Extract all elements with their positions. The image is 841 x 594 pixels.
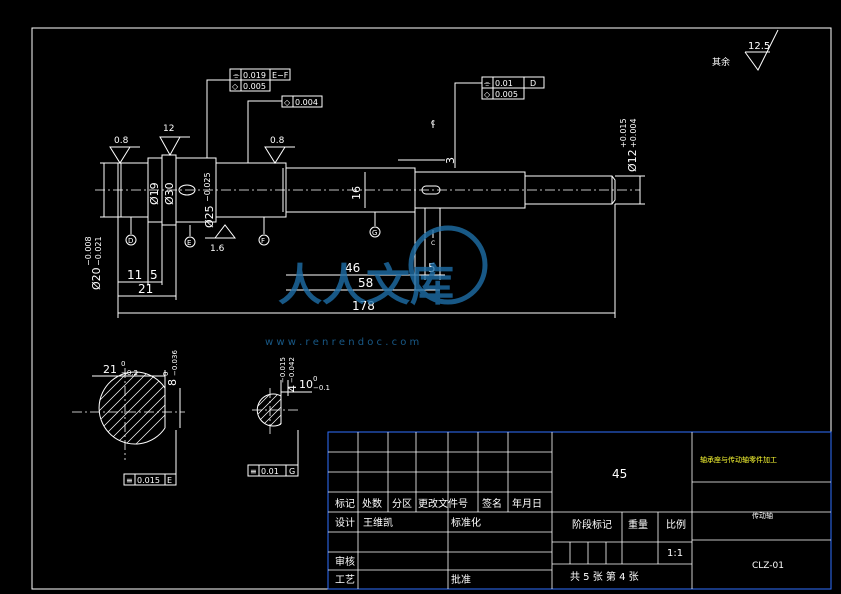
tb-stage: 阶段标记 xyxy=(572,518,612,531)
gdt7-ref: G xyxy=(289,467,295,476)
sec1-dim-21-tol-up: 0 xyxy=(121,360,125,368)
dim-dia20-tol-up: −0.008 xyxy=(84,236,93,266)
gdt6-ref: E xyxy=(167,476,172,485)
gdt2-tol: 0.005 xyxy=(243,82,266,91)
main-dimensions: Ø20 −0.008 −0.021 Ø19 Ø30 Ø25 −0.025 16 … xyxy=(84,118,645,318)
dim-dia12: Ø12 xyxy=(626,149,639,172)
cut-marker-a: C xyxy=(431,120,435,127)
dim-dia12-tol-lo: +0.004 xyxy=(629,118,638,148)
datum-f: F xyxy=(261,237,265,245)
watermark-text: 人人文库 xyxy=(278,260,454,311)
tb-standard: 标准化 xyxy=(451,516,481,529)
watermark: 人人文库 w w w . r e n r e n d o c . c o m xyxy=(265,225,488,348)
rough-08b: 0.8 xyxy=(270,136,285,146)
svg-text:≡: ≡ xyxy=(126,476,133,485)
tb-drawing-no: CLZ-01 xyxy=(752,561,784,571)
dim-dia19: Ø19 xyxy=(148,182,161,205)
tb-process: 工艺 xyxy=(335,574,355,586)
sec1-dim-8: 8 xyxy=(166,379,179,386)
dim-11: 11 xyxy=(127,268,142,282)
tb-hdr-date: 年月日 xyxy=(512,497,542,510)
rough-12: 12 xyxy=(163,124,174,134)
section-view-1: 21 0 −0.2 8 0 −0.036 xyxy=(72,350,185,460)
tb-design-label: 设计 xyxy=(335,516,355,529)
gdt4-ref: D xyxy=(530,79,536,88)
tb-hdr-mark: 标记 xyxy=(335,498,355,510)
svg-text:≡: ≡ xyxy=(250,467,257,476)
dim-16: 16 xyxy=(350,186,363,200)
tb-hdr-docno: 更改文件号 xyxy=(418,497,468,510)
tb-sheets: 共 5 张 第 4 张 xyxy=(570,570,639,583)
sec2-dim-4-tol-up: −0.015 xyxy=(279,357,287,383)
dim-21: 21 xyxy=(138,282,153,296)
dim-3: 3 xyxy=(444,157,457,164)
cut-marker-b: C xyxy=(431,240,435,247)
tb-material: 45 xyxy=(612,467,627,481)
sec2-dim-10: 10 xyxy=(299,378,313,391)
tb-part-title: 轴承座与传动轴零件加工 xyxy=(700,455,777,464)
dim-dia30: Ø30 xyxy=(163,182,176,205)
tb-part-name: 传动轴 xyxy=(752,511,773,520)
gdt1-ref: E−F xyxy=(272,71,289,80)
tb-weight: 重量 xyxy=(628,518,648,531)
dim-dia20: Ø20 xyxy=(90,267,103,290)
dim-dia25-tol: −0.025 xyxy=(203,172,212,202)
sec1-dim-21: 21 xyxy=(103,363,117,376)
tb-review: 审核 xyxy=(335,555,355,568)
svg-text:◇: ◇ xyxy=(484,90,491,99)
sec2-dim-4: 4 xyxy=(286,385,299,392)
title-block: 标记 处数 分区 更改文件号 签名 年月日 设计 王维凯 标准化 审核 工艺 批… xyxy=(327,431,832,590)
tb-scale: 1:1 xyxy=(667,548,683,559)
roughness-note-label: 其余 xyxy=(712,56,730,68)
sec1-dim-8-tol-up: 0 xyxy=(162,372,170,376)
sec1-dim-21-tol-lo: −0.2 xyxy=(121,369,138,377)
datum-e: E xyxy=(187,239,191,247)
roughness-note: 其余 12.5 xyxy=(712,29,779,71)
roughness-note-value: 12.5 xyxy=(748,41,770,52)
gdt-frames: ⌯ 0.019 E−F ◇ 0.005 ◇ 0.004 ⌯ 0.01 D ◇ 0… xyxy=(123,68,545,486)
sec2-dim-10-tol-up: 0 xyxy=(313,375,317,383)
datum-g: G xyxy=(372,229,377,237)
tb-approve: 批准 xyxy=(451,573,471,586)
gdt4-tol: 0.01 xyxy=(495,79,513,88)
dim-dia12-tol-up: +0.015 xyxy=(619,118,628,148)
tb-hdr-sign: 签名 xyxy=(482,497,502,510)
gdt5-tol: 0.005 xyxy=(495,90,518,99)
roughness-symbols: 0.8 12 0.8 1.6 xyxy=(109,124,295,254)
svg-text:◇: ◇ xyxy=(232,82,239,91)
tb-designer: 王维凯 xyxy=(363,516,393,529)
rough-08a: 0.8 xyxy=(114,136,129,146)
svg-text:⌯: ⌯ xyxy=(233,71,240,80)
dim-178: 178 xyxy=(352,299,375,313)
section-view-2: 10 0 −0.1 4 −0.015 −0.042 xyxy=(252,357,330,434)
tb-hdr-zone: 分区 xyxy=(392,498,412,510)
rough-16: 1.6 xyxy=(210,244,225,254)
svg-text:◇: ◇ xyxy=(284,98,291,107)
gdt6-tol: 0.015 xyxy=(137,476,160,485)
watermark-url: w w w . r e n r e n d o c . c o m xyxy=(265,337,419,348)
dim-58: 58 xyxy=(358,276,373,290)
sec2-dim-4-tol-lo: −0.042 xyxy=(288,357,296,383)
dim-5: 5 xyxy=(428,261,436,275)
sec2-dim-10-tol-lo: −0.1 xyxy=(313,384,330,392)
gdt7-tol: 0.01 xyxy=(261,467,279,476)
tb-hdr-count: 处数 xyxy=(362,497,382,510)
datum-symbols: D E F G C C xyxy=(125,120,435,248)
sec1-dim-8-tol-lo: −0.036 xyxy=(171,350,179,376)
shaft-main-view xyxy=(95,154,640,226)
tb-scale-label: 比例 xyxy=(666,518,686,531)
gdt3-tol: 0.004 xyxy=(295,98,318,107)
dim-dia20-tol-lo: −0.021 xyxy=(94,236,103,266)
datum-d: D xyxy=(128,237,133,245)
gdt1-tol: 0.019 xyxy=(243,71,266,80)
dim-5b: 5 xyxy=(150,268,158,282)
dim-dia25: Ø25 xyxy=(203,205,216,228)
svg-text:⌯: ⌯ xyxy=(484,79,491,88)
dim-46: 46 xyxy=(345,261,360,275)
